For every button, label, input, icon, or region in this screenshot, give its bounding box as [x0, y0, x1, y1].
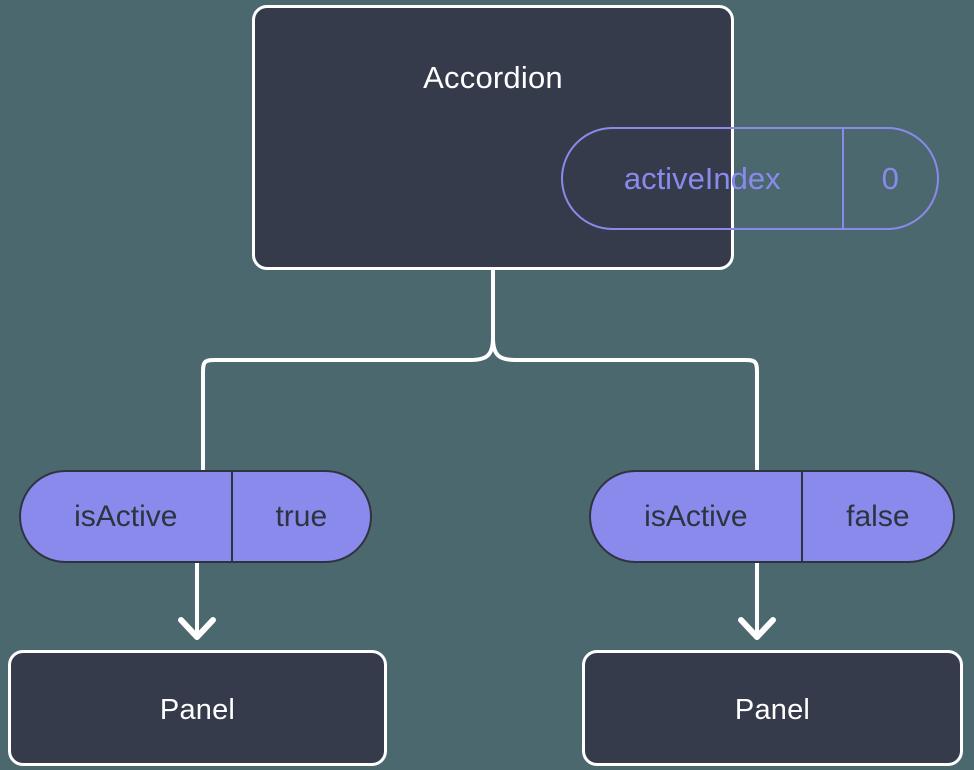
prop-pill-is-active-false-value: false: [846, 499, 910, 533]
arrow-head-left: [178, 617, 216, 640]
node-panel-left-title: Panel: [159, 694, 236, 726]
connector-fork-left: [201, 336, 495, 472]
node-accordion-title: Accordion: [423, 60, 563, 95]
arrow-head-right: [738, 617, 776, 640]
node-panel-right[interactable]: Panel: [582, 650, 963, 766]
node-accordion[interactable]: Accordion activeIndex 0: [252, 5, 939, 270]
prop-pill-active-index[interactable]: activeIndex 0: [561, 127, 939, 230]
connector-fork-right: [491, 336, 759, 472]
node-panel-right-title: Panel: [734, 694, 811, 726]
prop-pill-is-active-true[interactable]: isActive true: [19, 470, 372, 563]
prop-pill-is-active-true-value: true: [275, 499, 328, 533]
node-panel-left[interactable]: Panel: [8, 650, 387, 766]
prop-pill-is-active-false-key: isActive: [591, 472, 803, 561]
prop-pill-active-index-value: 0: [881, 160, 899, 196]
prop-pill-active-index-key: activeIndex: [563, 129, 844, 228]
prop-pill-is-active-true-key: isActive: [21, 472, 233, 561]
prop-pill-is-active-false[interactable]: isActive false: [589, 470, 955, 563]
